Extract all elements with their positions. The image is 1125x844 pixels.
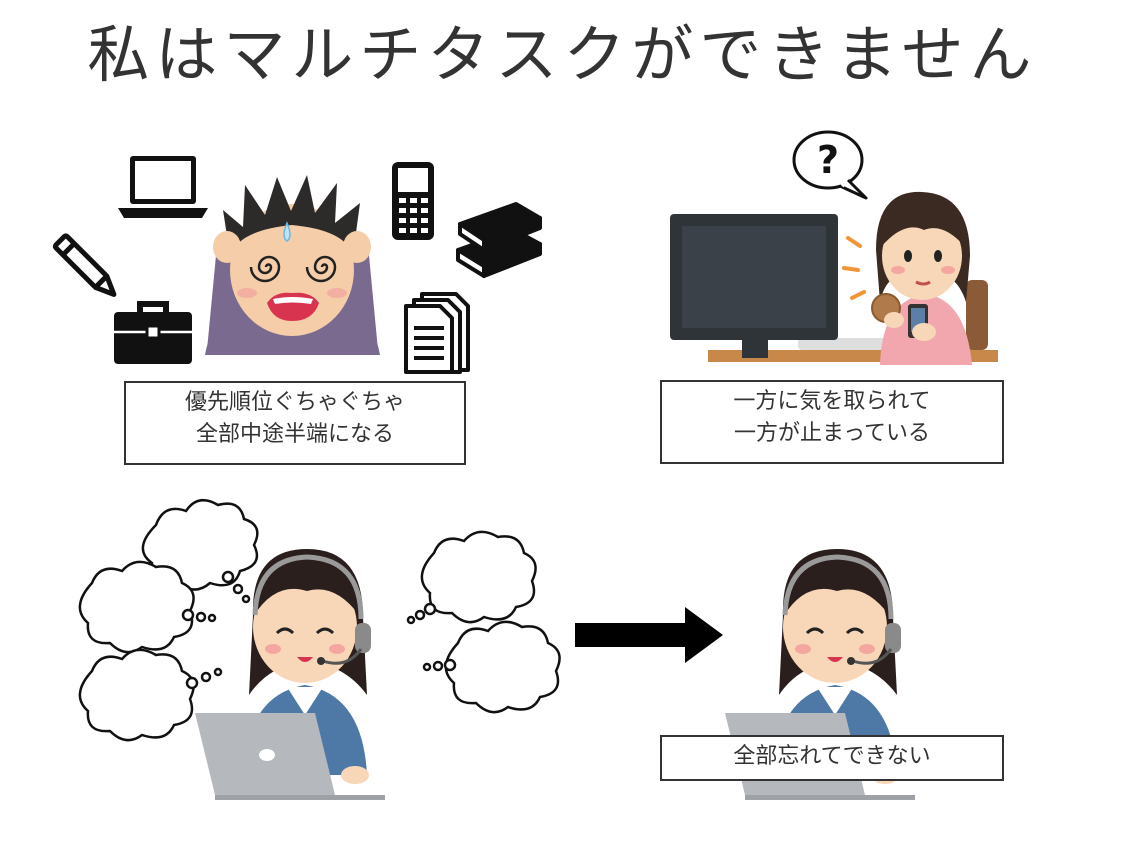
bubble-question-mark: ? [817,138,839,182]
caption-line: 全部中途半端になる [195,422,394,447]
operator-woman-illustration [195,549,385,800]
caption-box-forgot: 全部忘れてできない [660,735,1004,781]
distracted-woman-illustration [670,191,998,365]
caption-line: 一方に気を取られて [733,389,931,414]
briefcase-icon [114,301,192,364]
phone-icon [392,162,434,240]
documents-icon [404,292,470,374]
caption-line: 一方が止まっている [733,421,931,446]
slide-title: 私はマルチタスクができません [87,18,1038,91]
question-bubble-icon: ? [792,130,868,200]
caption-line: 優先順位ぐちゃぐちゃ [184,390,405,415]
books-icon [456,202,542,278]
thought-clouds [78,498,561,742]
caption-line: 全部忘れてできない [733,744,931,769]
caption-box-priorities: 優先順位ぐちゃぐちゃ 全部中途半端になる [124,381,466,465]
confused-man-illustration [205,175,380,355]
pencil-icon [52,233,117,297]
laptop-icon [118,156,208,218]
arrow-right-icon [575,607,723,663]
caption-box-distracted: 一方に気を取られて 一方が止まっている [660,380,1004,464]
